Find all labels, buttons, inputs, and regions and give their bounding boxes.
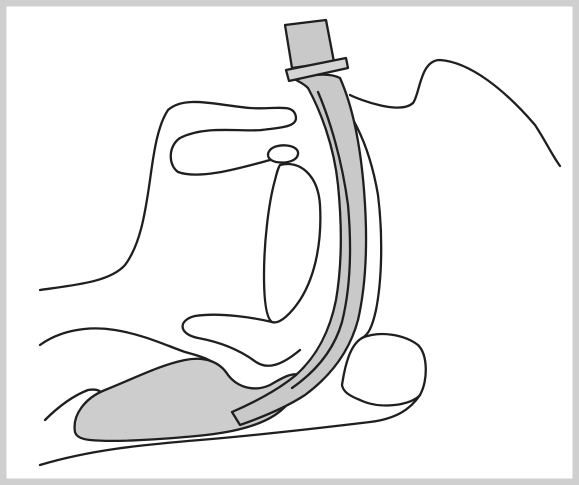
nasal-turbinate	[268, 145, 298, 162]
throat-wall	[342, 334, 426, 405]
head-back-outline	[350, 60, 560, 166]
oral-cavity	[264, 164, 320, 322]
nasal-passage	[171, 130, 270, 175]
